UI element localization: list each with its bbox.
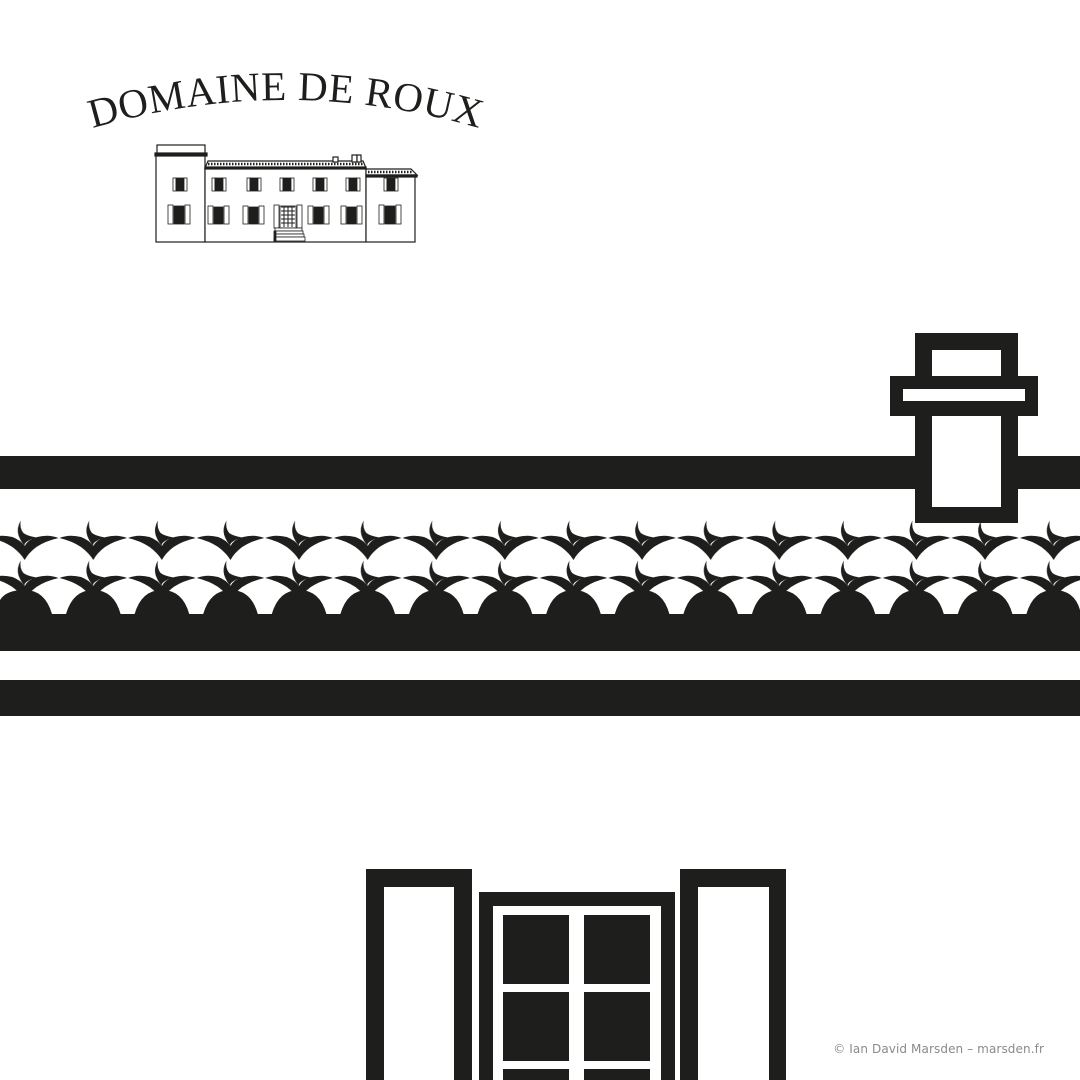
window-with-shutters xyxy=(366,869,786,1080)
upper-window xyxy=(279,177,295,192)
window-pane xyxy=(584,1069,650,1080)
upper-window xyxy=(246,177,262,192)
chateau-windows xyxy=(167,177,402,242)
window-pane xyxy=(503,992,569,1061)
upper-window xyxy=(211,177,227,192)
upper-window xyxy=(383,177,399,192)
roof-eave-band xyxy=(0,680,1080,716)
lower-window xyxy=(167,204,191,225)
lower-window xyxy=(307,205,330,225)
right-shutter xyxy=(680,869,786,1080)
upper-window xyxy=(345,177,361,192)
window-pane xyxy=(503,915,569,984)
left-shutter xyxy=(366,869,472,1080)
lower-window xyxy=(207,205,230,225)
roof-tile-row-1 xyxy=(0,520,1080,560)
roof-eave-arches xyxy=(0,590,1080,651)
window-pane xyxy=(503,1069,569,1080)
lower-window xyxy=(340,205,363,225)
window-pane xyxy=(584,992,650,1061)
logo: DOMAINE DE ROUX xyxy=(83,63,489,243)
window-pane xyxy=(584,915,650,984)
window-frame xyxy=(479,892,675,1080)
chimney-icon xyxy=(890,333,1038,523)
lower-window xyxy=(378,204,402,225)
copyright-credit: © Ian David Marsden – marsden.fr xyxy=(833,1042,1044,1056)
roof-ridge-band xyxy=(0,456,1080,489)
roof-tile-row-2 xyxy=(0,560,1080,600)
chateau-stairs xyxy=(273,227,306,242)
upper-window xyxy=(172,177,188,192)
upper-window xyxy=(312,177,328,192)
lower-window xyxy=(242,205,265,225)
